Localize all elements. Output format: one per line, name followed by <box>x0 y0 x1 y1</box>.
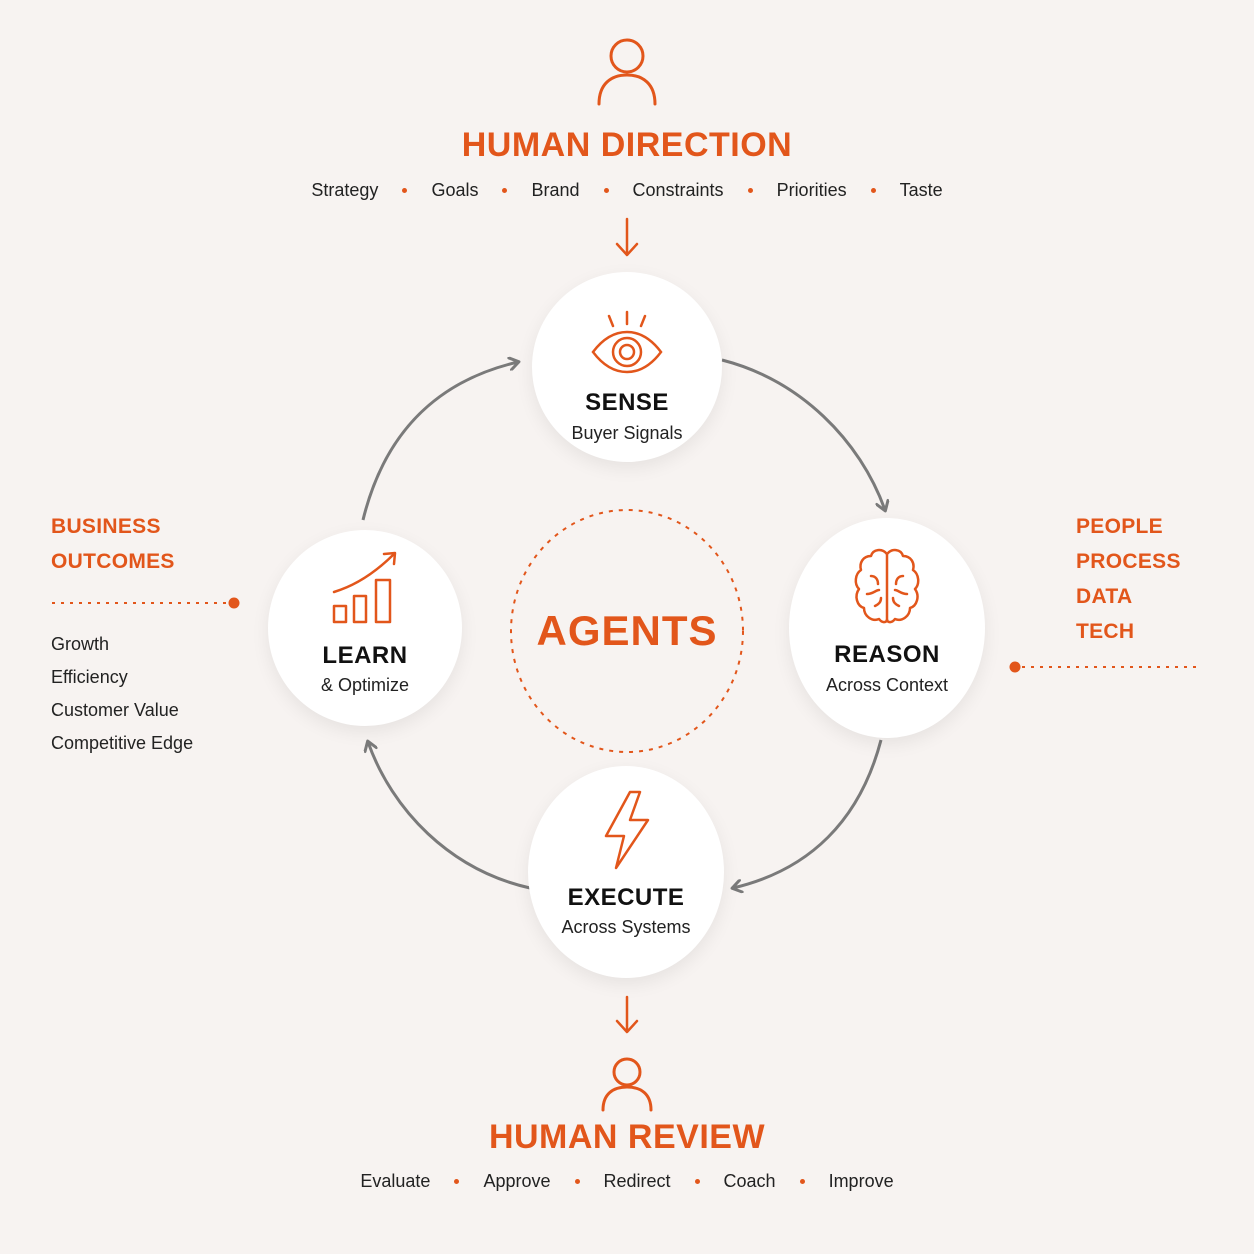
human-direction-items: Strategy Goals Brand Constraints Priorit… <box>0 180 1254 201</box>
heading-line: BUSINESS <box>51 515 161 538</box>
direction-item: Strategy <box>311 180 379 200</box>
arrow-sense-to-reason <box>721 358 885 510</box>
bullet-dot <box>574 1179 580 1184</box>
down-arrow-bottom <box>615 995 639 1034</box>
direction-item: Goals <box>431 180 479 200</box>
left-connector <box>52 597 240 609</box>
learn-node: LEARN & Optimize <box>268 530 462 726</box>
person-icon-top <box>597 38 657 106</box>
direction-item: Constraints <box>632 180 724 200</box>
direction-item: Brand <box>531 180 580 200</box>
execute-title: EXECUTE <box>567 884 685 911</box>
learn-subtitle: & Optimize <box>320 675 410 695</box>
reason-node: REASON Across Context <box>789 518 985 738</box>
review-item: Coach <box>723 1171 776 1191</box>
foundations-heading: PEOPLE PROCESS DATA TECH <box>1076 509 1181 649</box>
direction-item: Priorities <box>776 180 847 200</box>
business-outcomes-heading: BUSINESS OUTCOMES <box>51 509 175 579</box>
bullet-dot <box>870 188 876 193</box>
right-connector <box>1009 661 1202 673</box>
human-review-title: HUMAN REVIEW <box>488 1118 766 1156</box>
reason-title: REASON <box>834 641 940 668</box>
list-item: Efficiency <box>51 667 128 687</box>
bullet-dot <box>603 188 609 193</box>
eye-icon <box>591 310 663 374</box>
bullet-dot <box>694 1179 700 1184</box>
review-item: Evaluate <box>360 1171 431 1191</box>
business-outcomes-list: Growth Efficiency Customer Value Competi… <box>51 628 193 760</box>
bullet-dot <box>502 188 508 193</box>
heading-line: TECH <box>1076 620 1135 643</box>
bullet-dot <box>799 1179 805 1184</box>
sense-subtitle: Buyer Signals <box>571 423 683 443</box>
reason-subtitle: Across Context <box>825 675 949 695</box>
arrow-learn-to-sense <box>361 362 518 521</box>
list-item: Growth <box>51 634 110 654</box>
direction-item: Taste <box>899 180 943 200</box>
brain-icon <box>854 548 920 624</box>
lightning-icon <box>604 790 650 870</box>
list-item: Customer Value <box>51 700 179 720</box>
execute-subtitle: Across Systems <box>561 917 691 937</box>
heading-line: PROCESS <box>1076 550 1181 573</box>
growth-chart-icon <box>332 551 397 624</box>
human-direction-title: HUMAN DIRECTION <box>461 126 793 164</box>
learn-title: LEARN <box>322 642 408 669</box>
heading-line: DATA <box>1076 585 1133 608</box>
execute-node: EXECUTE Across Systems <box>528 766 724 978</box>
bullet-dot <box>402 188 408 193</box>
heading-line: PEOPLE <box>1076 515 1163 538</box>
sense-title: SENSE <box>585 389 669 416</box>
down-arrow-top <box>615 217 639 257</box>
person-icon-bottom <box>601 1057 653 1112</box>
arrow-reason-to-execute <box>733 739 883 888</box>
sense-node: SENSE Buyer Signals <box>532 272 722 462</box>
bullet-dot <box>747 188 753 193</box>
review-item: Approve <box>483 1171 551 1191</box>
bullet-dot <box>454 1179 460 1184</box>
human-review-items: Evaluate Approve Redirect Coach Improve <box>0 1171 1254 1192</box>
heading-line: OUTCOMES <box>51 550 175 573</box>
agents-label: AGENTS <box>536 607 718 654</box>
list-item: Competitive Edge <box>51 733 194 753</box>
arrow-execute-to-learn <box>368 742 531 890</box>
review-item: Redirect <box>603 1171 671 1191</box>
agents-dashed-circle <box>510 509 744 753</box>
review-item: Improve <box>828 1171 894 1191</box>
